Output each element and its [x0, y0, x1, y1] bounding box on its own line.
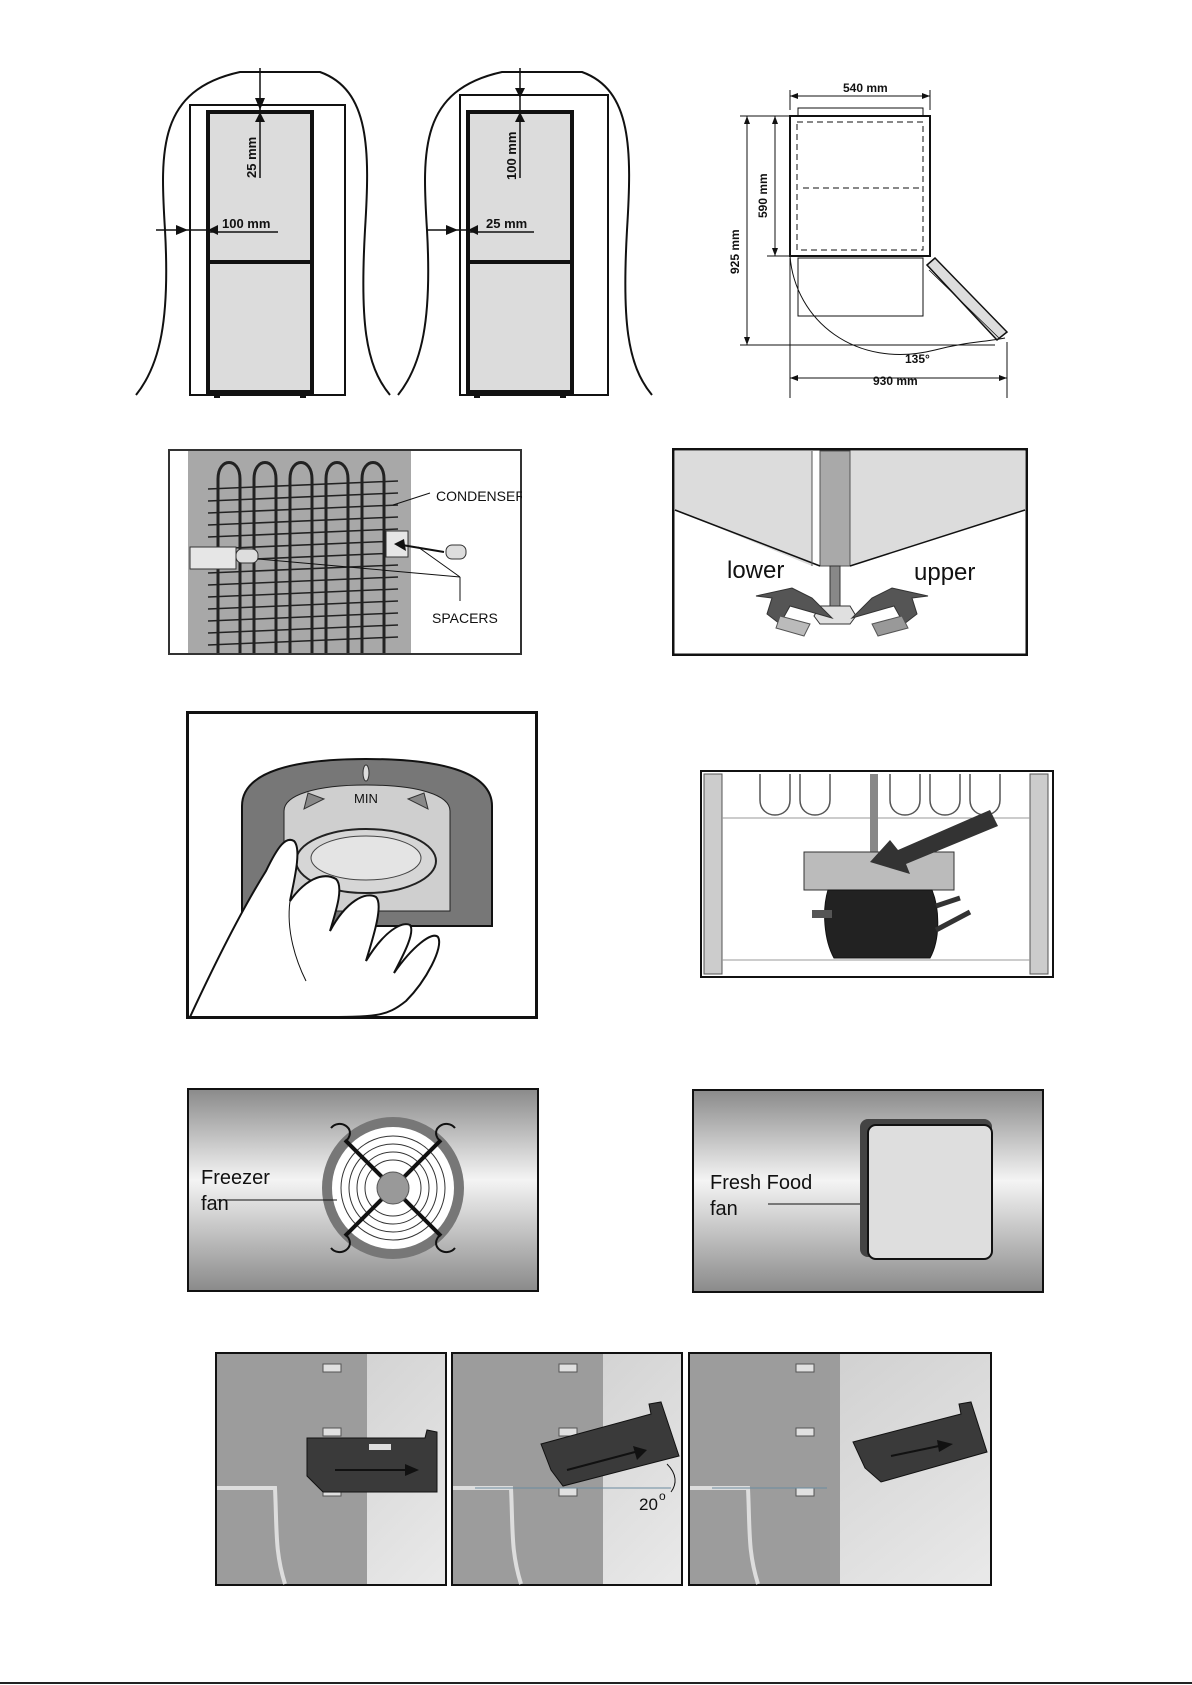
drawer-1: [307, 1430, 437, 1492]
right-top-gap-label: 100 mm: [504, 132, 519, 180]
freezer-fan-label-2: fan: [201, 1193, 229, 1215]
installation-clearance-diagram: 25 mm 100 mm 100 mm 25 mm: [130, 60, 660, 405]
spacer-left: [236, 549, 258, 563]
depth-label: 590 mm: [756, 173, 770, 218]
open-door: [927, 258, 1007, 340]
compressor-diagram: [700, 770, 1054, 978]
dimensions-diagram: 540 mm 590 mm 925 mm 135° 930 mm: [715, 80, 1035, 405]
lower-label: lower: [727, 557, 784, 584]
spacer-clip-left: [190, 547, 236, 569]
right-side-gap-label: 25 mm: [486, 216, 527, 231]
upper-label: upper: [914, 559, 975, 586]
open-depth-label: 925 mm: [728, 229, 742, 274]
thermostat-knob-diagram: MIN: [186, 711, 538, 1019]
drawer-angle-value: 20: [639, 1495, 658, 1514]
min-label: MIN: [354, 791, 378, 806]
condenser-label: CONDENSER: [436, 488, 522, 504]
drawer-angle-unit: o: [659, 1489, 666, 1503]
fresh-food-fan-cover: [868, 1125, 992, 1259]
compressor-body: [825, 890, 938, 958]
left-top-gap-label: 25 mm: [244, 137, 259, 178]
fresh-food-fan-diagram: Fresh Food fan: [692, 1089, 1044, 1293]
drawer-step-1: [216, 1353, 446, 1585]
fresh-fan-label-2: fan: [710, 1198, 738, 1220]
spacer-right: [446, 545, 466, 559]
width-label: 540 mm: [843, 81, 888, 95]
fridge-top-view: [790, 116, 930, 256]
page-bottom-rule: [0, 1682, 1192, 1684]
condenser-spacers-diagram: CONDENSER SPACERS: [168, 449, 522, 655]
drawer-step-3: [689, 1353, 991, 1585]
adjustable-feet-diagram: lower upper: [672, 448, 1028, 656]
angle-label: 135°: [905, 352, 930, 366]
drawer-step-2: 20 o: [452, 1353, 682, 1585]
freezer-fan-diagram: Freezer fan: [187, 1088, 539, 1292]
open-width-label: 930 mm: [873, 374, 918, 388]
spacers-label: SPACERS: [432, 610, 498, 626]
fresh-fan-label-1: Fresh Food: [710, 1172, 812, 1194]
left-side-gap-label: 100 mm: [222, 216, 270, 231]
freezer-fan-label-1: Freezer: [201, 1167, 270, 1189]
drawer-removal-diagram: 20 o: [215, 1352, 993, 1588]
fan-hub: [377, 1172, 409, 1204]
